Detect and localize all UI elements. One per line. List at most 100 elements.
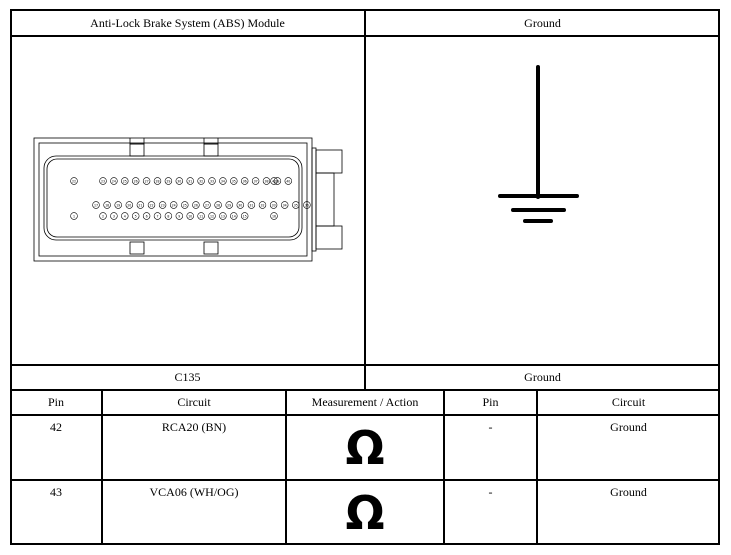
pin-cavity: [147, 201, 156, 209]
pin-cavity: [208, 177, 216, 185]
pin-number: 37: [254, 179, 258, 183]
pin-number: 7: [156, 214, 158, 218]
pin-cavity: [142, 177, 151, 185]
pin-cavity: [303, 201, 311, 209]
pin-cavity: [121, 212, 129, 220]
pin-number: 6: [146, 214, 148, 218]
pin-number: 30: [238, 203, 242, 207]
pin-cavity: [273, 177, 282, 185]
pin-cavity: [241, 212, 249, 220]
pin-number: 13: [221, 214, 225, 218]
pin-number: 19: [116, 203, 120, 207]
pin-cavity: [258, 201, 267, 209]
pin-number: 22: [149, 203, 153, 207]
pin-cavity: [192, 201, 200, 209]
rule-row-1: [10, 479, 720, 481]
pin-cavity: [158, 201, 167, 209]
rule-center: [364, 9, 366, 390]
pin-number: 41: [272, 179, 276, 183]
pin-number: 25: [123, 179, 127, 183]
pin-number: 34: [283, 203, 287, 207]
col-header-circuit-2: Circuit: [611, 395, 646, 409]
pin-number: 9: [178, 214, 180, 218]
col-header-pin-2: Pin: [482, 395, 499, 409]
pin-cavity: [103, 201, 111, 209]
pin-cavity: [247, 201, 256, 209]
pin-number: 16: [272, 214, 276, 218]
pin-cavity: [110, 212, 118, 220]
ohm-icon: Ω: [345, 421, 385, 475]
pin-number: 21: [138, 203, 142, 207]
row-circuit: RCA20 (BN): [161, 420, 227, 434]
pin-cavity: [181, 201, 189, 209]
pin-number: 4: [124, 214, 126, 218]
pin-cavity: [164, 212, 173, 220]
row-pin: 43: [50, 485, 62, 499]
col-header-pin: Pin: [47, 395, 64, 409]
ground-label: Ground: [524, 370, 561, 384]
pin-cavity: [136, 201, 145, 209]
rule-col-4: [536, 389, 538, 545]
pin-cavity: [153, 177, 162, 185]
pin-number: 33: [272, 203, 276, 207]
pin-cavity: [186, 212, 194, 220]
pin-number: 36: [243, 179, 247, 183]
pin-cavity: [270, 212, 278, 220]
pin-number: 23: [101, 179, 105, 183]
pin-number: 27: [145, 179, 149, 183]
ground-title: Ground: [524, 16, 561, 30]
pin-cavity: [142, 212, 151, 220]
pin-number: 32: [199, 179, 203, 183]
pin-number: 26: [194, 203, 198, 207]
pin-number: 18: [105, 203, 109, 207]
pin-cavity: [153, 212, 162, 220]
module-title: Anti-Lock Brake System (ABS) Module: [90, 16, 285, 30]
ground-symbol: [498, 65, 579, 223]
pin-cavity: [92, 201, 100, 209]
pin-number: 38: [264, 179, 268, 183]
pin-number: 1: [73, 214, 75, 218]
pin-cavity: [281, 201, 289, 209]
pin-number: 32: [260, 203, 264, 207]
pin-cavity: [170, 201, 178, 209]
pin-cavity: [131, 212, 140, 220]
pin-cavity: [175, 177, 184, 185]
pin-number: 20: [127, 203, 131, 207]
pin-number: 24: [172, 203, 176, 207]
pin-number: 23: [161, 203, 165, 207]
pin-cavity: [99, 177, 107, 185]
row-circuit: VCA06 (WH/OG): [149, 485, 239, 499]
pin-number: 22: [72, 179, 76, 183]
rule-column-headers: [10, 414, 720, 416]
pin-cavity: [125, 201, 134, 209]
pin-number: 3: [113, 214, 115, 218]
pin-number: 31: [188, 179, 192, 183]
col-header-circuit: Circuit: [177, 395, 211, 409]
pin-cavity: [131, 177, 140, 185]
pin-cavity: [270, 177, 278, 185]
pin-cavity: [197, 212, 205, 220]
pin-cavity: [164, 177, 173, 185]
pin-cavity: [284, 177, 292, 185]
pin-cavity: [269, 201, 278, 209]
pin-number: 24: [112, 179, 116, 183]
pin-number: 28: [216, 203, 220, 207]
pin-number: 28: [155, 179, 159, 183]
pin-number: 5: [135, 214, 137, 218]
pin-cavity: [203, 201, 211, 209]
pin-cavity: [262, 177, 271, 185]
rule-labels-bottom: [10, 389, 720, 391]
pin-cavity: [110, 177, 118, 185]
row-pin-2: -: [488, 420, 493, 434]
pin-number: 33: [210, 179, 214, 183]
row-circuit-2: Ground: [610, 485, 647, 499]
ohm-icon: Ω: [345, 486, 385, 540]
pin-cavity: [114, 201, 122, 209]
pin-number: 36: [305, 203, 309, 207]
pin-cavity: [197, 177, 205, 185]
pin-number: 17: [94, 203, 98, 207]
pin-cavity: [225, 201, 233, 209]
pin-number: 8: [167, 214, 169, 218]
